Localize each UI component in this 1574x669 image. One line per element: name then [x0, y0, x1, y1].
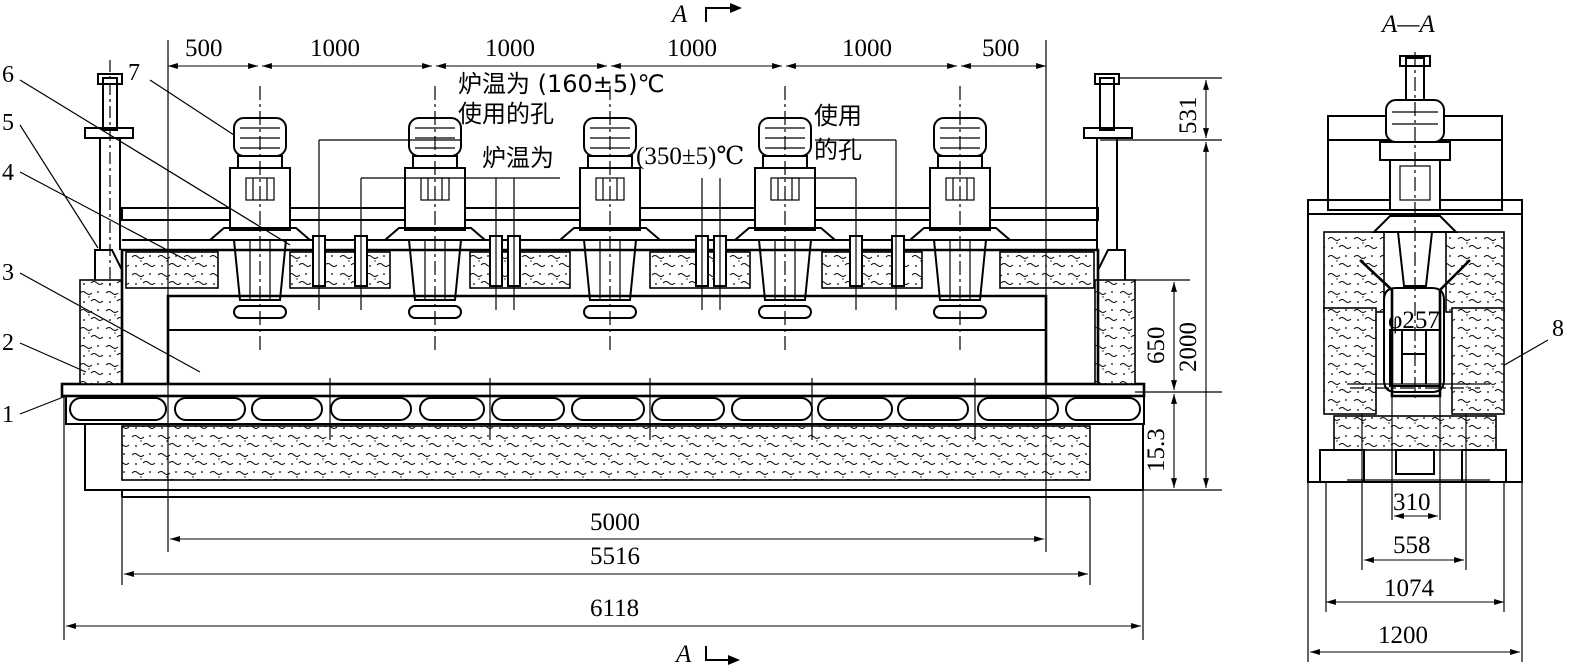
heating-elements	[69, 397, 1141, 421]
chamber-inner	[166, 294, 1048, 384]
dim-650: 650	[1143, 327, 1170, 365]
dim-310: 310	[1393, 489, 1431, 516]
motor-unit-1	[207, 86, 313, 350]
section-marker-top: A	[670, 1, 742, 28]
note-350-temp: (350±5)℃	[636, 143, 744, 170]
section-marker-top-label: A	[670, 1, 688, 28]
note-160-temp: 炉温为 (160±5)℃	[458, 70, 665, 98]
main-elevation	[60, 60, 1146, 498]
top-dimensions: 500 1000 1000 1000 1000 500	[167, 35, 1047, 296]
dim-5516: 5516	[590, 543, 640, 570]
dim-1000-b: 1000	[485, 35, 535, 62]
label-part-5: 5	[2, 110, 14, 136]
dim-500-left: 500	[185, 35, 223, 62]
dim-558: 558	[1393, 532, 1431, 559]
base-insulation	[121, 425, 1091, 481]
dim-phi-257: φ257	[1388, 307, 1440, 334]
note-350-holes-2: 的孔	[814, 136, 862, 164]
dim-2000: 2000	[1175, 322, 1202, 372]
section-title: A—A	[1380, 11, 1436, 38]
right-wall-insulation	[1094, 279, 1136, 385]
note-160-holes: 使用的孔	[458, 100, 554, 128]
label-part-7: 7	[128, 60, 140, 86]
lift-column-right	[1083, 73, 1133, 250]
section-view: A—A φ257	[1307, 11, 1523, 662]
label-part-1: 1	[2, 402, 14, 428]
label-part-3: 3	[2, 260, 14, 286]
dim-531: 531	[1175, 97, 1202, 135]
label-part-4: 4	[2, 160, 14, 186]
motor-unit-5	[909, 85, 1011, 351]
section-marker-bottom-label: A	[674, 641, 692, 668]
motor-unit-3	[559, 85, 661, 351]
section-marker-bottom: A	[674, 641, 740, 668]
lift-column-left	[84, 60, 134, 290]
dim-1000-a: 1000	[310, 35, 360, 62]
dim-6118: 6118	[590, 595, 639, 622]
label-part-6: 6	[2, 62, 14, 88]
dim-15-3: 15.3	[1143, 428, 1170, 472]
dim-1000-c: 1000	[667, 35, 717, 62]
center-marks	[329, 378, 976, 440]
note-350-label: 炉温为	[482, 144, 554, 172]
label-part-2: 2	[2, 330, 14, 356]
label-part-8: 8	[1552, 316, 1564, 342]
bottom-plate	[60, 382, 1146, 398]
dim-1074: 1074	[1384, 575, 1435, 602]
dim-5000: 5000	[590, 509, 640, 536]
thermocouple-holes	[312, 139, 905, 310]
dim-1200: 1200	[1378, 622, 1428, 649]
right-dimensions: 531 650 2000 15.3	[1100, 77, 1222, 491]
note-350-holes-1: 使用	[814, 102, 862, 130]
dim-1000-d: 1000	[842, 35, 892, 62]
bottom-dimensions: 5000 5516 6118	[63, 384, 1144, 640]
left-wall-insulation	[79, 279, 123, 385]
dim-500-right: 500	[982, 35, 1020, 62]
